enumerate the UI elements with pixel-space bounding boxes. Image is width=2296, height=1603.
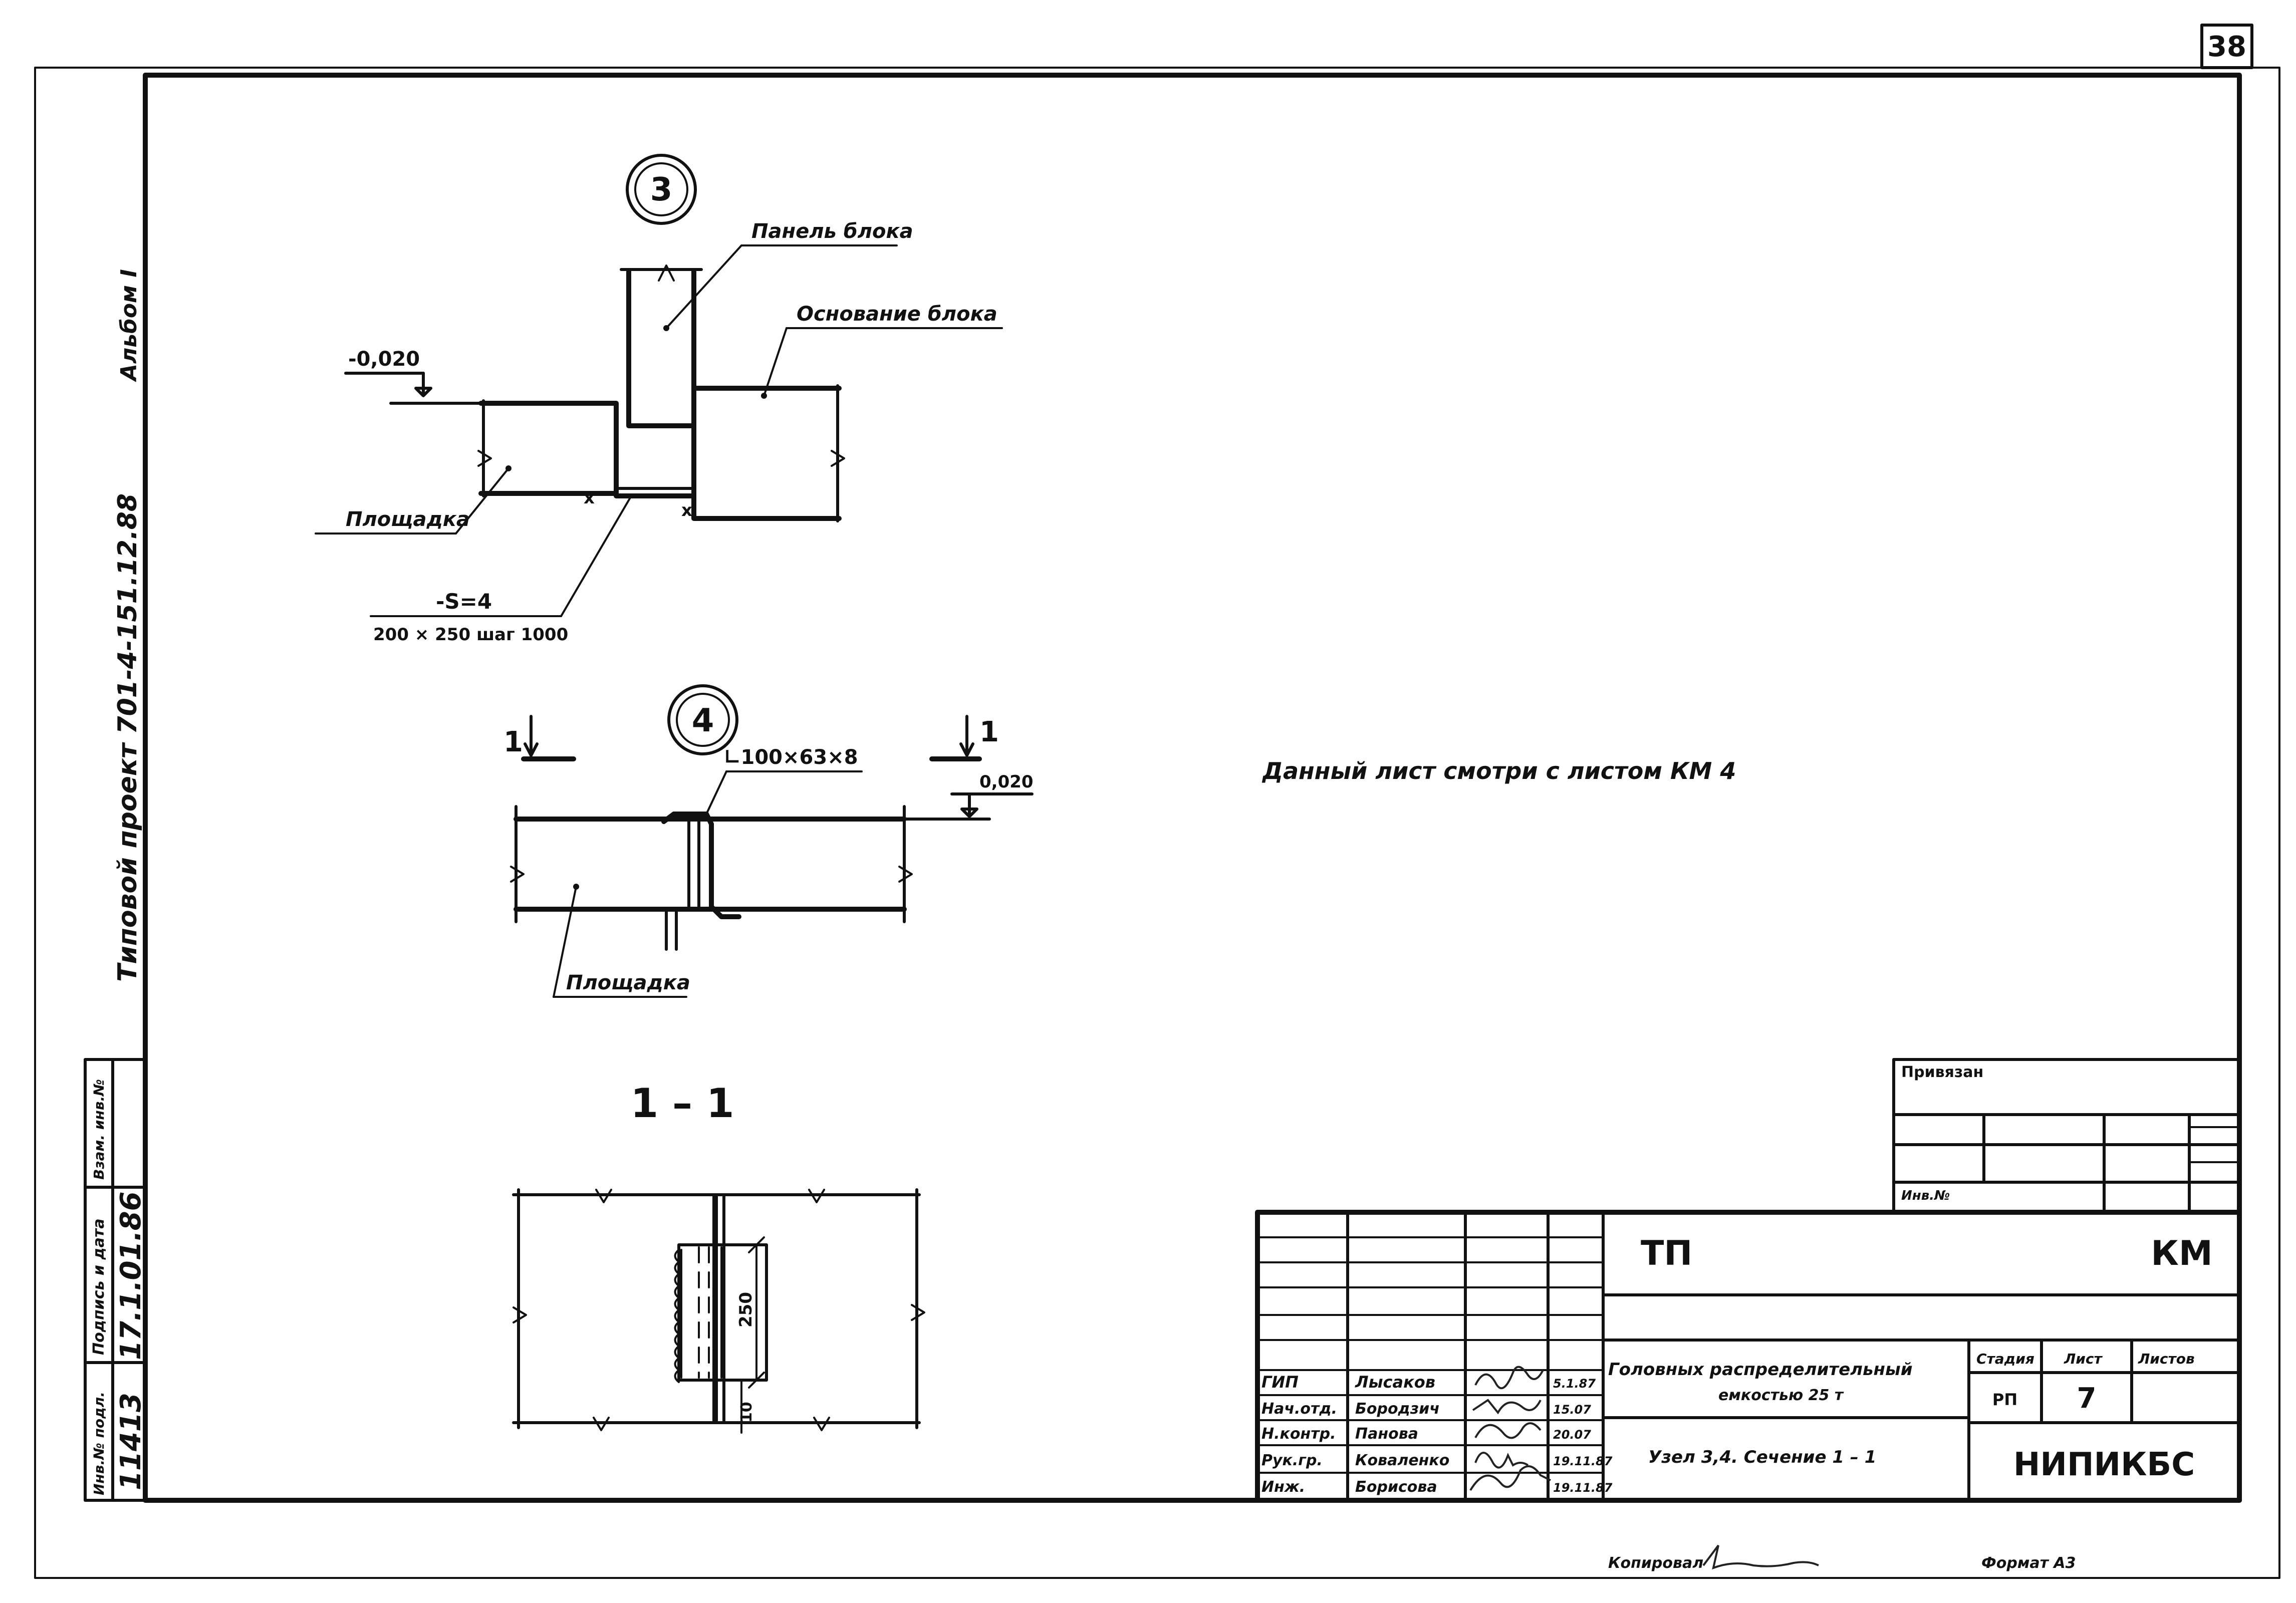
signature-nach-otd	[1472, 1399, 1542, 1415]
sheets-label: Листов	[2138, 1351, 2195, 1367]
node-4-number: 4	[692, 702, 714, 739]
sign-label: Подпись и дата	[90, 1219, 108, 1355]
name-inzh: Борисова	[1355, 1478, 1437, 1496]
name-n-kontr: Панова	[1355, 1425, 1418, 1443]
format-label: Формат А3	[1981, 1554, 2076, 1572]
organization: НИПИКБС	[2013, 1446, 2195, 1483]
signature-n-kontr	[1474, 1422, 1542, 1439]
name-gip: Лысаков	[1355, 1373, 1435, 1392]
vzam-label: Взам. инв.№	[91, 1079, 107, 1180]
dim-10: 10	[738, 1402, 755, 1423]
stage-label: Стадия	[1976, 1351, 2034, 1367]
reference-note: Данный лист смотри с листом КМ 4	[1261, 757, 1736, 784]
signature-inzh	[1469, 1465, 1551, 1491]
project-label: Типовой проект 701-4-151.12.88	[113, 493, 143, 982]
copied-signature	[1702, 1544, 1819, 1570]
page-number-box	[2200, 24, 2253, 69]
plate-sub: 200 × 250 шаг 1000	[373, 625, 568, 645]
node-4-drawing: 4 1 1 ∟100×63×8 0,020	[503, 684, 1034, 998]
privyazka-title: Привязан	[1901, 1063, 1983, 1081]
object-title-line2: емкостью 25 т	[1718, 1387, 1844, 1404]
base-label: Основание блока	[797, 303, 997, 326]
stage-value: РП	[1992, 1390, 2017, 1409]
node-3-outer-circle	[626, 154, 697, 225]
date-0: 5.1.87	[1553, 1377, 1596, 1391]
node-4-outer-circle	[667, 684, 738, 755]
node-3-number: 3	[650, 171, 673, 208]
svg-text:x: x	[681, 500, 692, 520]
outer-border	[34, 67, 2280, 1579]
copied-label: Копировал	[1608, 1554, 1703, 1572]
role-ruk-gr: Рук.гр.	[1261, 1452, 1323, 1469]
svg-text:x: x	[584, 488, 595, 508]
date-3: 19.11.87	[1553, 1454, 1613, 1468]
object-title-line1: Головных распределительный	[1608, 1360, 1913, 1380]
cut-left-label: 1	[503, 726, 523, 758]
sheet-value: 7	[2077, 1382, 2097, 1415]
name-ruk-gr: Коваленко	[1355, 1452, 1449, 1469]
title-block: ТП КМ ГИП Нач.отд. Н.контр. Рук.гр. Инж.…	[1255, 1210, 2242, 1503]
date-4: 19.11.87	[1553, 1481, 1613, 1495]
code-right: КМ	[2151, 1234, 2212, 1273]
node-4-elevation: 0,020	[979, 772, 1034, 792]
panel-label: Панель блока	[751, 220, 913, 243]
role-n-kontr: Н.контр.	[1261, 1425, 1336, 1443]
privyazka-inv-label: Инв.№	[1901, 1188, 1950, 1203]
name-nach-otd: Бородзич	[1355, 1400, 1440, 1418]
date-1: 15.07	[1553, 1403, 1591, 1417]
page-number: 38	[2207, 31, 2246, 63]
cut-right-label: 1	[979, 716, 999, 748]
section-title: 1 – 1	[630, 1080, 734, 1127]
role-nach-otd: Нач.отд.	[1261, 1400, 1337, 1418]
privyazka-block: Привязан Инв.№	[1892, 1058, 2241, 1214]
code-left: ТП	[1641, 1234, 1692, 1273]
dim-250: 250	[736, 1292, 756, 1327]
inner-frame	[143, 73, 2242, 1503]
node-3-drawing: 3 x x -0,020 Панель блока Основание блок…	[315, 154, 1003, 645]
sheet-label: Лист	[2064, 1351, 2103, 1367]
inv-value: 11413	[115, 1393, 147, 1490]
node-3-platform-label: Площадка	[346, 508, 470, 531]
date-2: 20.07	[1553, 1428, 1591, 1442]
inv-label: Инв.№ подл.	[91, 1392, 107, 1495]
section-1-1-drawing: 1 – 1 250 10	[512, 1080, 925, 1434]
signature-gip	[1474, 1366, 1544, 1390]
node-4-platform-label: Площадка	[566, 971, 690, 994]
role-inzh: Инж.	[1261, 1478, 1305, 1496]
node-3-elevation: -0,020	[348, 348, 420, 371]
album-label: Альбом I	[116, 269, 142, 382]
sheet-title: Узел 3,4. Сечение 1 – 1	[1648, 1447, 1876, 1467]
angle-label: ∟100×63×8	[724, 746, 858, 769]
role-gip: ГИП	[1261, 1373, 1299, 1392]
plate-label: -S=4	[436, 589, 492, 614]
sign-value: 17.1.01.86	[115, 1191, 147, 1360]
left-stamp: Взам. инв.№ Подпись и дата Инв.№ подл. 1…	[84, 1058, 147, 1502]
signature-ruk-gr	[1474, 1452, 1529, 1469]
